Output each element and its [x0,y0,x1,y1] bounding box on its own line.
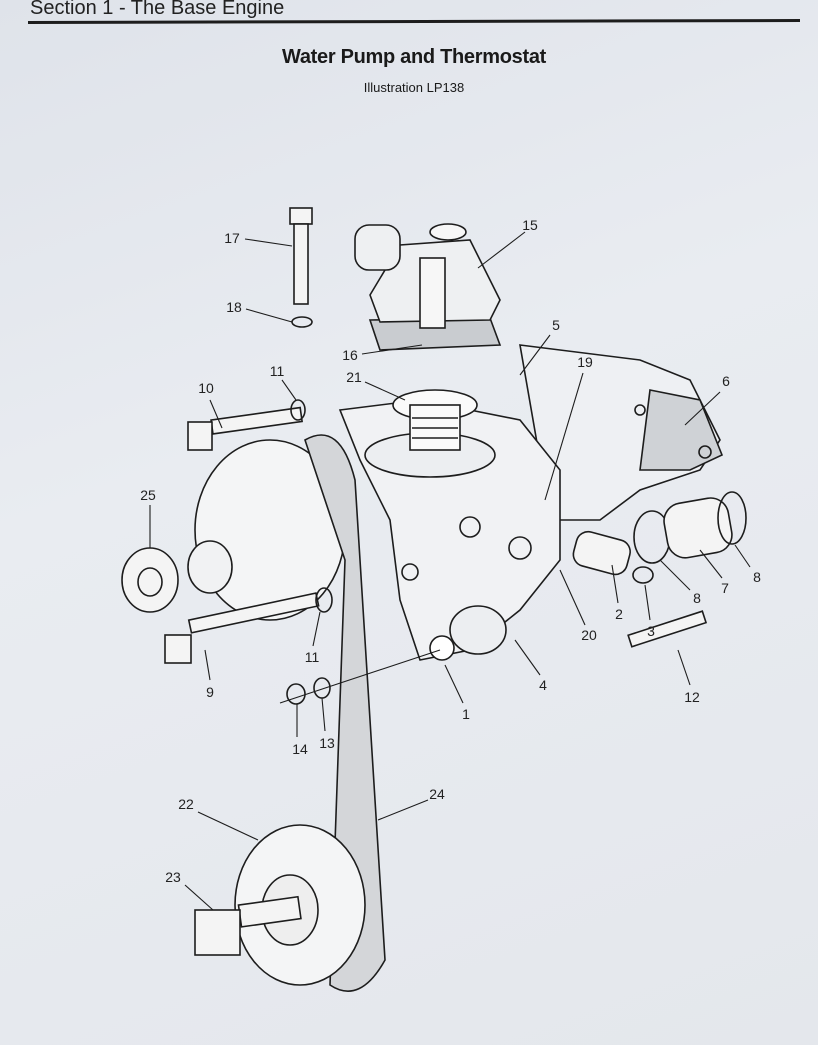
callout-6: 6 [722,373,730,389]
nut-14 [286,683,306,705]
cover-top [429,223,467,241]
washer-11 [290,399,306,421]
callout-2: 2 [615,606,623,622]
bolt-17-shank [293,223,309,305]
drive-belt [304,434,386,992]
callout-20: 20 [581,627,597,643]
hose-2 [572,530,631,576]
callout-9: 9 [206,684,214,700]
bolt-9-head [164,634,192,664]
o-ring-8b [717,491,747,545]
callout-13: 13 [319,735,335,751]
callout-8: 8 [693,590,701,606]
callout-5: 5 [552,317,560,333]
callout-8: 8 [753,569,761,585]
housing-outlet [449,605,507,655]
housing-boss [401,563,419,581]
cover-outlet [354,224,401,271]
pump-spindle [187,540,233,594]
callout-11: 11 [269,363,285,379]
callout-22: 22 [178,796,194,812]
illustration-caption: Illustration LP138 [363,80,465,95]
callout-25: 25 [140,487,156,503]
callout-21: 21 [346,369,362,385]
stud-12 [627,610,708,648]
callout-3: 3 [647,623,655,639]
thermostat-spring [412,417,458,439]
cover-neck [419,257,446,329]
housing-boss [459,516,481,538]
callout-11: 11 [304,649,320,665]
bolt-23-head [194,909,241,956]
bolt-9 [187,592,320,634]
section-header: Section 1 - The Base Engine [30,0,285,19]
bolt-17 [289,207,313,225]
callout-16: 16 [342,347,358,363]
bracket-hole [634,404,646,416]
callout-14: 14 [292,741,308,757]
washer-18 [291,316,313,328]
bracket-hole [698,445,712,459]
housing-bore [429,635,455,661]
callout-17: 17 [224,230,240,246]
callout-19: 19 [577,354,593,370]
page-title: Water Pump and Thermostat [281,46,546,68]
callout-24: 24 [429,786,445,802]
callout-10: 10 [198,380,214,396]
callout-1: 1 [462,706,470,722]
nut-25-bore [137,567,163,597]
callout-4: 4 [539,677,547,693]
bolt-10 [210,406,304,435]
washer-13 [313,677,331,699]
callout-12: 12 [684,689,700,705]
leader-lines [149,231,751,911]
callout-15: 15 [522,217,538,233]
hose-7 [663,497,733,559]
washer-11-lower [315,587,333,613]
clip-3 [632,566,654,584]
nut-25 [121,547,179,613]
callout-7: 7 [721,580,729,596]
bolt-10-head [187,421,213,451]
callout-23: 23 [165,869,181,885]
housing-boss [508,536,532,560]
callout-18: 18 [226,299,242,315]
